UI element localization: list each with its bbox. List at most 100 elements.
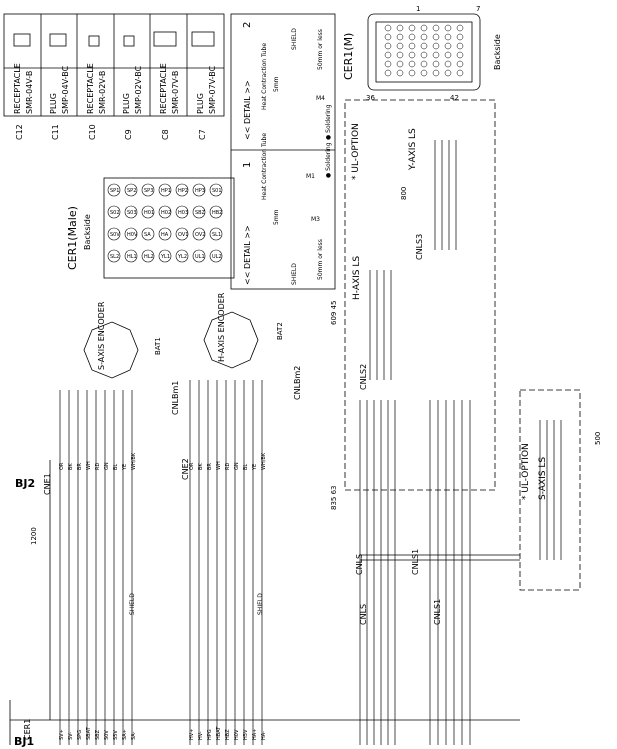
detail1-title: << DETAIL >>	[243, 225, 252, 285]
wire-code-h: H5V	[243, 729, 249, 740]
cerm-pin	[408, 42, 416, 50]
cer1-pin	[192, 183, 206, 197]
wire-color-s: BK	[68, 463, 74, 470]
cer1-pin-label: SA	[144, 232, 151, 238]
receptacle-icon	[88, 35, 100, 47]
cerm-pin	[396, 33, 404, 41]
ul-option-box-top	[344, 99, 496, 491]
cer1-pin-label: S02	[110, 210, 120, 216]
cer1-m-connector	[367, 13, 481, 91]
detail2-mm: 50mm or less	[317, 29, 324, 70]
wire-code-h: HPG	[207, 729, 213, 740]
cer1-label: CER1	[23, 719, 32, 740]
cer1-pin	[158, 183, 172, 197]
detail2-mark-1: M4	[316, 95, 325, 102]
cer1-pin-label: SP3	[144, 188, 153, 194]
cnls-b-label: CNLS	[359, 604, 368, 625]
table-id-c12: C12	[15, 124, 24, 140]
cer1-pin	[175, 205, 189, 219]
wire-code-s: SA+	[122, 729, 128, 740]
cer1-pin	[158, 227, 172, 241]
wire-code-s: SBZ	[95, 729, 101, 740]
cer1-pin	[192, 249, 206, 263]
cnls3-label: CNLS3	[415, 234, 424, 260]
cerm-pin	[432, 69, 440, 77]
table-type-c10: RECEPTACLE	[86, 63, 95, 114]
cerm-pin	[432, 33, 440, 41]
cnls2-label: CNLS2	[359, 364, 368, 390]
cer1-pin-label: HP3	[195, 188, 205, 194]
cerm-pin-42: 42	[450, 94, 459, 102]
cer1-pin	[209, 227, 223, 241]
cerm-pin	[408, 69, 416, 77]
cerm-pin	[456, 24, 464, 32]
cer1-pin-label: S0V	[110, 232, 120, 238]
cer1-pin-label: H03	[178, 210, 188, 216]
cerm-pin	[396, 42, 404, 50]
ul-option-bottom: * UL-OPTION	[521, 443, 531, 500]
cerm-pin	[384, 51, 392, 59]
detail2-mark-0: 5mm	[273, 76, 280, 92]
cer1-pin-label: HL2	[144, 254, 154, 260]
wire-color-s: RD	[95, 463, 101, 470]
table-type-c7: PLUG	[196, 93, 205, 114]
table-type-c9: PLUG	[122, 93, 131, 114]
cerm-pin	[444, 33, 452, 41]
wire-color-s: OR	[59, 462, 65, 470]
wire-color-s: WH	[86, 461, 92, 470]
cer1-pin-label: SBZ	[195, 210, 206, 216]
wire-color-s: WH/BK	[131, 452, 137, 470]
wire-color-h: BK	[198, 463, 204, 470]
detail-frame	[230, 13, 336, 290]
cer1-pin	[209, 205, 223, 219]
table-part-c7: SMP-07V-BC	[208, 65, 217, 114]
cerm-pin	[420, 33, 428, 41]
wire-code-h: HV-	[198, 731, 204, 740]
cer1-pin-label: SP2	[127, 188, 136, 194]
wire-color-h: OR	[189, 462, 195, 470]
cerm-pin	[456, 69, 464, 77]
cerm-title: CER1(M)	[342, 33, 355, 80]
wire-color-s: BL	[113, 464, 119, 470]
wire-code-s: SBAT	[86, 726, 92, 740]
cerm-pin-1: 1	[416, 5, 420, 13]
cerm-pin	[408, 60, 416, 68]
receptacle-icon	[153, 31, 177, 47]
cerm-pin	[420, 51, 428, 59]
table-type-c12: RECEPTACLE	[13, 63, 22, 114]
bat1-label: BAT1	[154, 337, 162, 355]
cerm-pin	[384, 33, 392, 41]
detail1-solder: ● Soldering	[325, 142, 332, 178]
s-axis-encoder	[83, 321, 139, 379]
wire-color-h: GN	[234, 462, 240, 470]
cer1-pin	[192, 205, 206, 219]
table-type-c11: PLUG	[49, 93, 58, 114]
cnlbm2-label: CNLBm2	[293, 366, 302, 400]
cer1-pin-label: H0V	[127, 232, 138, 238]
table-id-c8: C8	[161, 129, 170, 140]
cer1-pin-label: YL1	[160, 254, 170, 260]
cerm-pin	[384, 60, 392, 68]
cerm-pin	[384, 24, 392, 32]
wire-code-s: SPG	[77, 730, 83, 740]
cnls1-label: CNLS1	[411, 549, 420, 575]
cer1-pin	[175, 249, 189, 263]
table-type-c8: RECEPTACLE	[159, 63, 168, 114]
wire-color-s: BR	[77, 463, 83, 470]
detail2-heat: Heat Contraction Tube	[261, 43, 268, 110]
cer1-pin-label: S03	[127, 210, 137, 216]
cerm-pin	[444, 24, 452, 32]
cnls1-b-label: CNLS1	[433, 599, 442, 625]
table-id-c9: C9	[124, 129, 133, 140]
cerm-pin	[456, 42, 464, 50]
dim-835: 835 63	[330, 486, 338, 511]
receptacle-icon	[13, 33, 31, 47]
cer1-pin-label: H01	[144, 210, 154, 216]
cer1-pin	[107, 249, 121, 263]
wire-color-h: RD	[225, 463, 231, 470]
cer1-pin-label: SP1	[110, 188, 119, 194]
wire-code-h: HBZ	[225, 729, 231, 740]
dim-800: 800	[400, 187, 408, 200]
cerm-pin	[420, 69, 428, 77]
cerm-pin	[408, 51, 416, 59]
